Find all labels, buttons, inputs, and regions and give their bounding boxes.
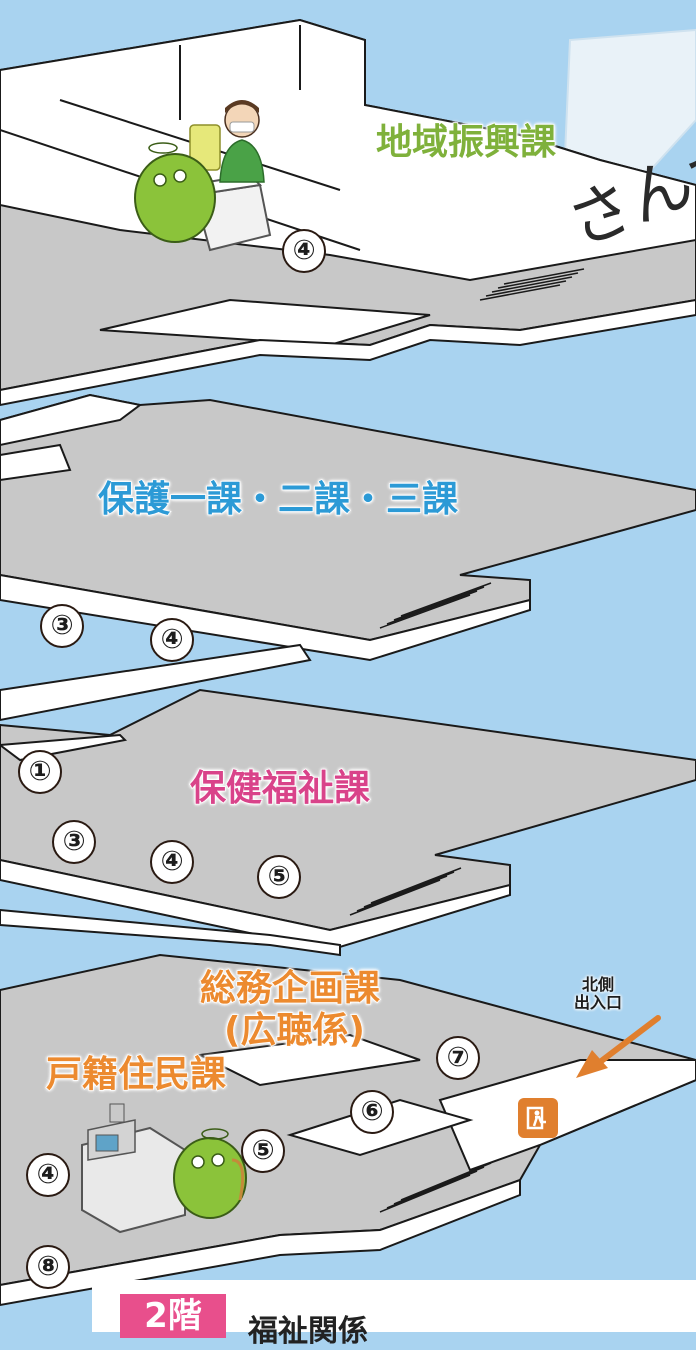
counter-marker-7: ⑦ [436,1036,480,1080]
exit-door-icon [518,1098,558,1138]
floor-2-plate [0,688,696,957]
counter-marker-8: ⑧ [26,1245,70,1289]
exit-door-glyph-icon [526,1106,546,1130]
counter-marker-1: ① [18,750,62,794]
counter-marker-4: ④ [26,1153,70,1197]
copier-machine-icon [81,1103,186,1234]
counter-marker-4: ④ [150,840,194,884]
dept-label-somu-kikaku: 総務企画課 [199,968,381,1009]
stairs-icon-f4 [479,268,585,301]
counter-marker-4: ④ [150,618,194,662]
floor-tag: 2階 [120,1294,226,1338]
dept-label-hogo: 保護一課・二課・三課 [97,479,459,520]
entrance-label: 北側 出入口 [562,976,634,1011]
dept-label-chiiki-shinko: 地域振興課 [375,122,557,163]
floor-3-plate [0,393,696,722]
green-mascot-icon-f1 [173,1128,247,1219]
dept-label-koseki-jumin: 戸籍住民課 [45,1054,227,1095]
green-mascot-icon [134,142,216,243]
entrance-label-line2: 出入口 [573,992,622,1012]
counter-marker-4: ④ [282,229,326,273]
dept-label-hoken-fukushi: 保健福祉課 [189,768,371,809]
dept-label-kochoka: (広聴係) [223,1010,365,1051]
stairs-icon-f2 [349,867,462,916]
stairs-icon-f1 [379,1162,492,1213]
counter-marker-5: ⑤ [241,1129,285,1173]
entrance-label-line1: 北側 [581,975,614,994]
staff-person-icon [189,100,265,183]
counter-marker-5: ⑤ [257,855,301,899]
legend-title: 福祉関係 [248,1314,368,1349]
stairs-icon-f3 [379,582,492,629]
entrance-arrow-icon [576,1015,661,1078]
legend-bar: 2階 福祉関係 [92,1280,696,1349]
counter-marker-6: ⑥ [350,1090,394,1134]
counter-marker-3: ③ [52,820,96,864]
counter-marker-3: ③ [40,604,84,648]
floor-4-plate [0,18,696,407]
